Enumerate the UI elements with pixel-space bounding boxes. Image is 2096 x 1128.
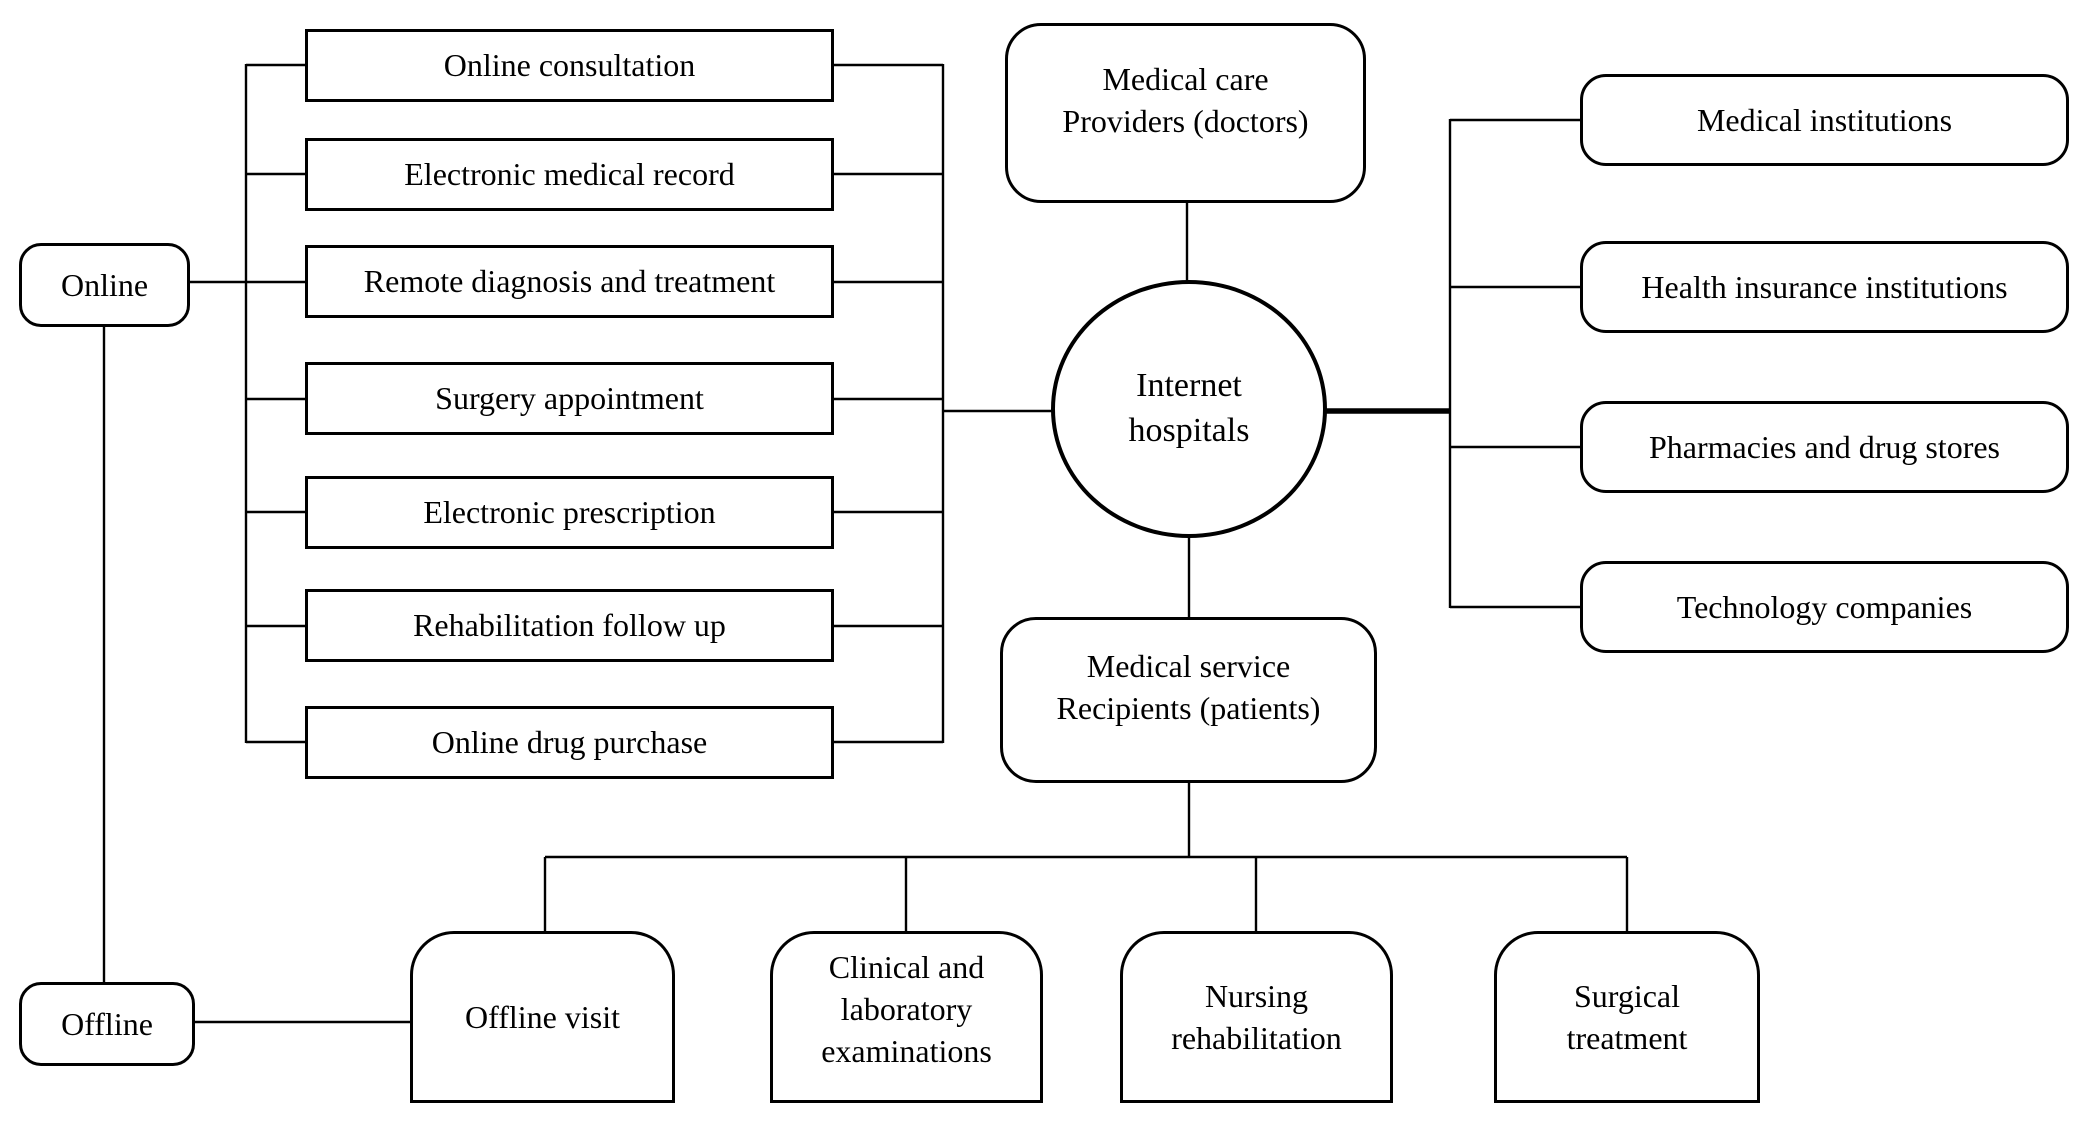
node-internet-hospitals: Internet hospitals [1051,280,1327,538]
node-online-drug-purchase: Online drug purchase [305,706,834,779]
node-offline-visit: Offline visit [410,931,675,1103]
node-electronic-prescription: Electronic prescription [305,476,834,549]
node-medical-service-recipients: Medical service Recipients (patients) [1000,617,1377,783]
node-online: Online [19,243,190,327]
node-online-consultation: Online consultation [305,29,834,102]
node-medical-institutions: Medical institutions [1580,74,2069,166]
node-remote-diagnosis-and-treatment: Remote diagnosis and treatment [305,245,834,318]
node-surgery-appointment: Surgery appointment [305,362,834,435]
node-surgical-treatment: Surgical treatment [1494,931,1760,1103]
node-electronic-medical-record: Electronic medical record [305,138,834,211]
node-medical-care-providers: Medical care Providers (doctors) [1005,23,1366,203]
node-nursing-rehabilitation: Nursing rehabilitation [1120,931,1393,1103]
node-health-insurance-institutions: Health insurance institutions [1580,241,2069,333]
node-technology-companies: Technology companies [1580,561,2069,653]
node-rehabilitation-follow-up: Rehabilitation follow up [305,589,834,662]
node-offline: Offline [19,982,195,1066]
node-pharmacies-and-drug-stores: Pharmacies and drug stores [1580,401,2069,493]
node-clinical-laboratory-examinations: Clinical and laboratory examinations [770,931,1043,1103]
